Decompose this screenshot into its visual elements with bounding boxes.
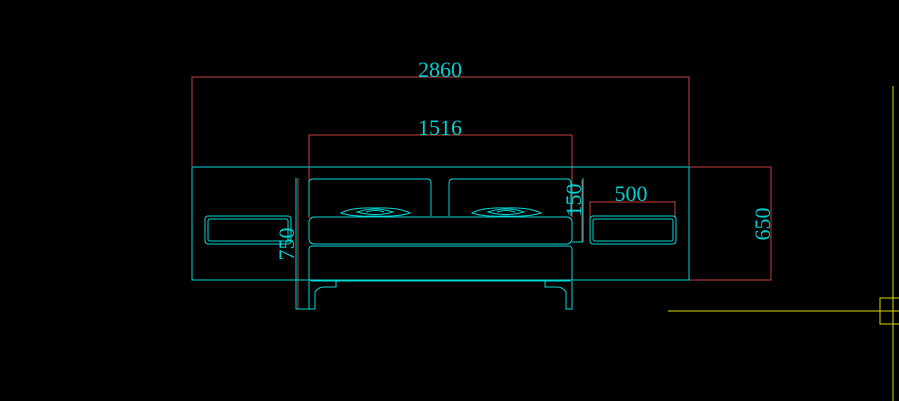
dimension-depth: [689, 166, 772, 281]
dimension-text-depth: 650: [750, 208, 775, 241]
dimension-text-overall-width: 2860: [418, 57, 462, 82]
dimension-text-nightstand-width: 500: [615, 181, 648, 206]
right-bed-leg: [544, 281, 573, 310]
dimension-text-mattress-height: 150: [561, 184, 586, 217]
left-nightstand[interactable]: [204, 215, 292, 245]
mattress: [308, 216, 573, 245]
left-headboard-cushion: [308, 178, 432, 216]
right-pillow: [470, 207, 543, 217]
left-pillow: [339, 207, 412, 217]
right-headboard-cushion: [448, 178, 572, 216]
dimension-nightstand-width: [589, 201, 676, 218]
bed-frame[interactable]: [295, 178, 584, 310]
ucs-crosshair: [668, 86, 899, 401]
dimension-text-total-height: 750: [274, 228, 299, 261]
dimension-text-bed-width: 1516: [418, 115, 462, 140]
dimension-bed-width: [308, 134, 573, 218]
headboard-panel[interactable]: [191, 166, 690, 281]
right-nightstand[interactable]: [589, 215, 677, 245]
bed-base: [308, 245, 573, 282]
dimension-overall-width: [191, 76, 690, 166]
left-bed-leg: [308, 281, 337, 310]
